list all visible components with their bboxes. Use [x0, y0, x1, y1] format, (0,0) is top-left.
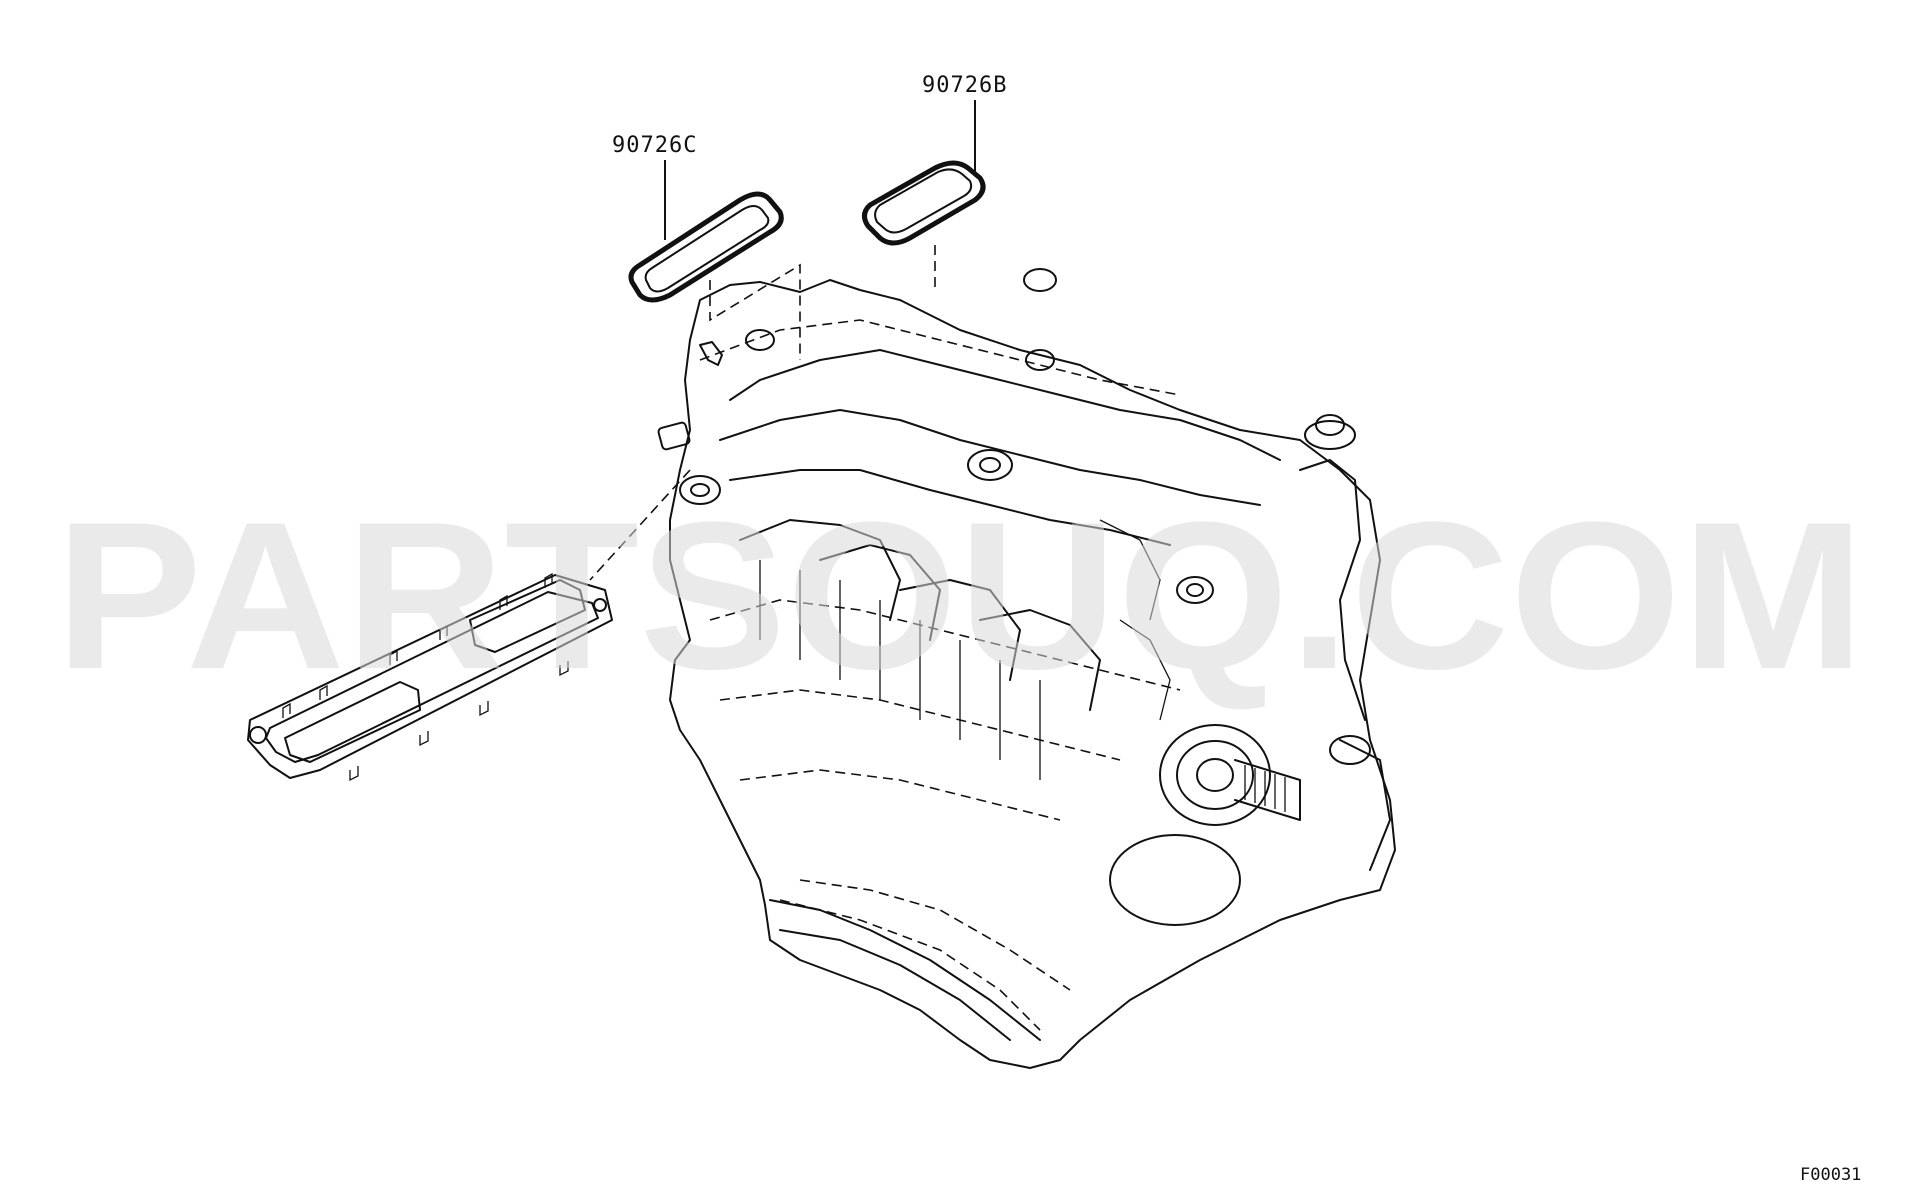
watermark: PARTSOUQ.COM	[55, 478, 1865, 713]
figure-id: F00031	[1800, 1165, 1861, 1185]
side-cover-gasket	[247, 572, 613, 782]
crankshaft-end	[1109, 724, 1301, 926]
sensor-connector	[657, 341, 723, 451]
callout-90726c: 90726C	[612, 133, 697, 158]
gasket-90726b	[862, 100, 986, 246]
assembly-dash-lines	[589, 245, 936, 581]
callout-90726b: 90726B	[922, 73, 1007, 98]
engine-assembly	[657, 268, 1396, 1069]
head-bosses	[679, 268, 1345, 604]
gasket-90726c	[628, 160, 784, 303]
